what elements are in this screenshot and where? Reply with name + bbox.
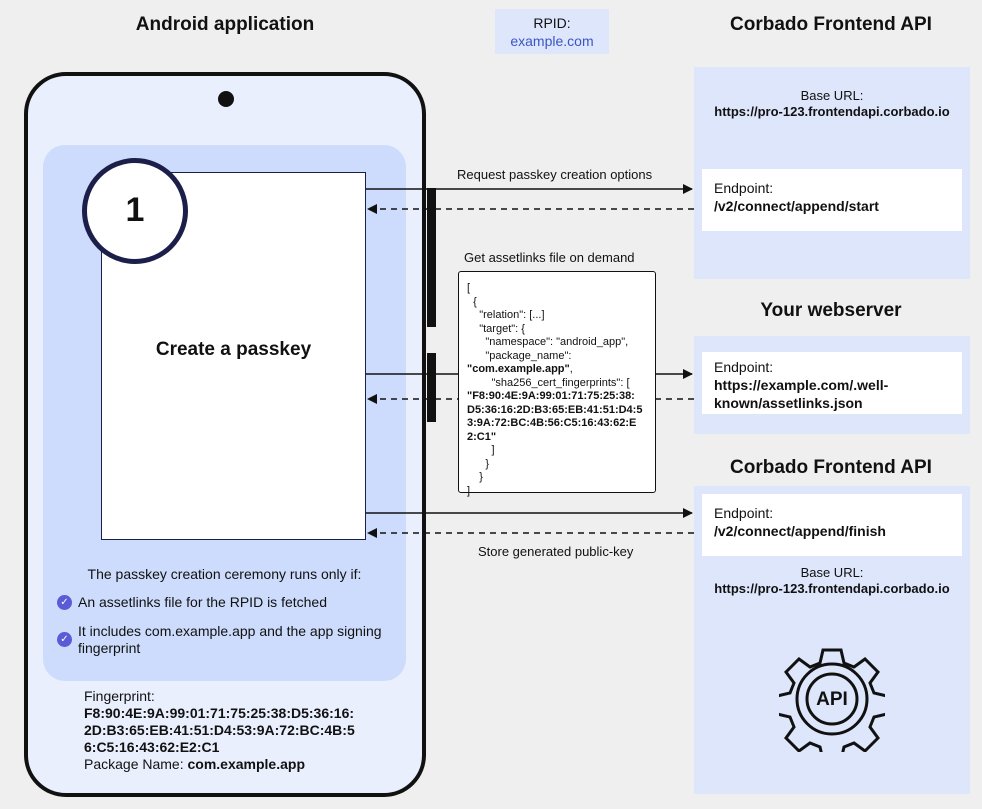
api-badge-text: API: [816, 689, 848, 710]
webserver-title: Your webserver: [760, 300, 902, 321]
endpoint-value-line: known/assetlinks.json: [714, 395, 863, 411]
frontend-api-title-bottom: Corbado Frontend API: [730, 457, 932, 478]
json-sha-value: D5:36:16:2D:B3:65:EB:41:51:D4:5: [467, 403, 643, 416]
label-request-options: Request passkey creation options: [457, 167, 653, 182]
activation-bar: [427, 353, 436, 422]
fingerprint-line: 6:C5:16:43:62:E2:C1: [84, 739, 220, 755]
endpoint-value-line: https://example.com/.well-: [714, 377, 889, 393]
endpoint-value: /v2/connect/append/finish: [714, 523, 886, 539]
assetlinks-json-box: [ { "relation": [...] "target": { "names…: [458, 271, 656, 497]
check-icon: ✓: [57, 595, 72, 610]
json-line: "relation": [...]: [467, 309, 545, 321]
json-line: "package_name":: [467, 349, 572, 362]
json-package-tail: ,: [569, 363, 573, 375]
endpoint-card-finish: Endpoint: /v2/connect/append/finish: [702, 494, 962, 556]
endpoint-label: Endpoint:: [714, 180, 774, 196]
json-line: }: [467, 471, 483, 483]
json-line: ]: [467, 444, 495, 456]
endpoint-label: Endpoint:: [714, 359, 774, 375]
json-sha-value: 2:C1": [467, 430, 497, 443]
json-line: [: [467, 282, 471, 294]
json-sha-value: 3:9A:72:BC:4B:56:C5:16:43:62:E: [467, 417, 637, 429]
rpid-label: RPID:: [533, 15, 571, 31]
fingerprint-line: 2D:B3:65:EB:41:51:D4:53:9A:72:BC:4B:5: [84, 722, 355, 738]
json-line: {: [467, 295, 477, 308]
package-label: Package Name:: [84, 756, 184, 772]
rpid-badge: RPID: example.com: [495, 9, 609, 54]
label-get-assetlinks: Get assetlinks file on demand: [464, 250, 635, 265]
base-url-label: Base URL:: [800, 88, 864, 103]
frontend-api-title-top: Corbado Frontend API: [730, 14, 932, 35]
base-url-value: https://pro-123.frontendapi.corbado.io: [714, 104, 950, 119]
json-line: "sha256_cert_fingerprints": [: [467, 376, 630, 389]
phone-camera: [218, 91, 234, 107]
json-line: }: [467, 457, 490, 470]
api-gear-icon: [779, 648, 885, 752]
fingerprint-label: Fingerprint:: [84, 688, 155, 704]
activation-bar: [427, 188, 436, 327]
label-store-key: Store generated public-key: [478, 544, 634, 559]
json-sha-value: "F8:90:4E:9A:99:01:71:75:25:38:: [467, 390, 635, 402]
rpid-value: example.com: [510, 33, 594, 49]
json-line: ]: [467, 484, 471, 497]
step-number-badge: 1: [82, 158, 188, 264]
fingerprint-line: F8:90:4E:9A:99:01:71:75:25:38:D5:36:16:: [84, 705, 355, 721]
base-url-value: https://pro-123.frontendapi.corbado.io: [714, 581, 950, 596]
fingerprint-block: Fingerprint: F8:90:4E:9A:99:01:71:75:25:…: [84, 688, 384, 773]
endpoint-card-start: Endpoint: /v2/connect/append/start: [702, 169, 962, 231]
condition-intro: The passkey creation ceremony runs only …: [87, 566, 362, 582]
condition-2: It includes com.example.app and the app …: [78, 623, 382, 656]
json-line: "target": {: [467, 322, 525, 335]
check-icon: ✓: [57, 632, 72, 647]
endpoint-label: Endpoint:: [714, 505, 774, 521]
base-url-label: Base URL:: [800, 565, 864, 580]
condition-1: An assetlinks file for the RPID is fetch…: [78, 594, 327, 610]
endpoint-value: /v2/connect/append/start: [714, 198, 879, 214]
json-line: "com.example.app",: [467, 363, 649, 377]
package-value: com.example.app: [187, 756, 306, 772]
json-package-value: "com.example.app": [467, 363, 570, 375]
package-name-row: Package Name: com.example.app: [84, 756, 384, 773]
endpoint-card-assetlinks: Endpoint: https://example.com/.well- kno…: [702, 352, 962, 414]
passkey-dialog: [101, 172, 366, 540]
json-line: "namespace": "android_app",: [467, 336, 629, 348]
create-passkey-text: Create a passkey: [155, 339, 312, 360]
android-app-title: Android application: [135, 14, 315, 35]
